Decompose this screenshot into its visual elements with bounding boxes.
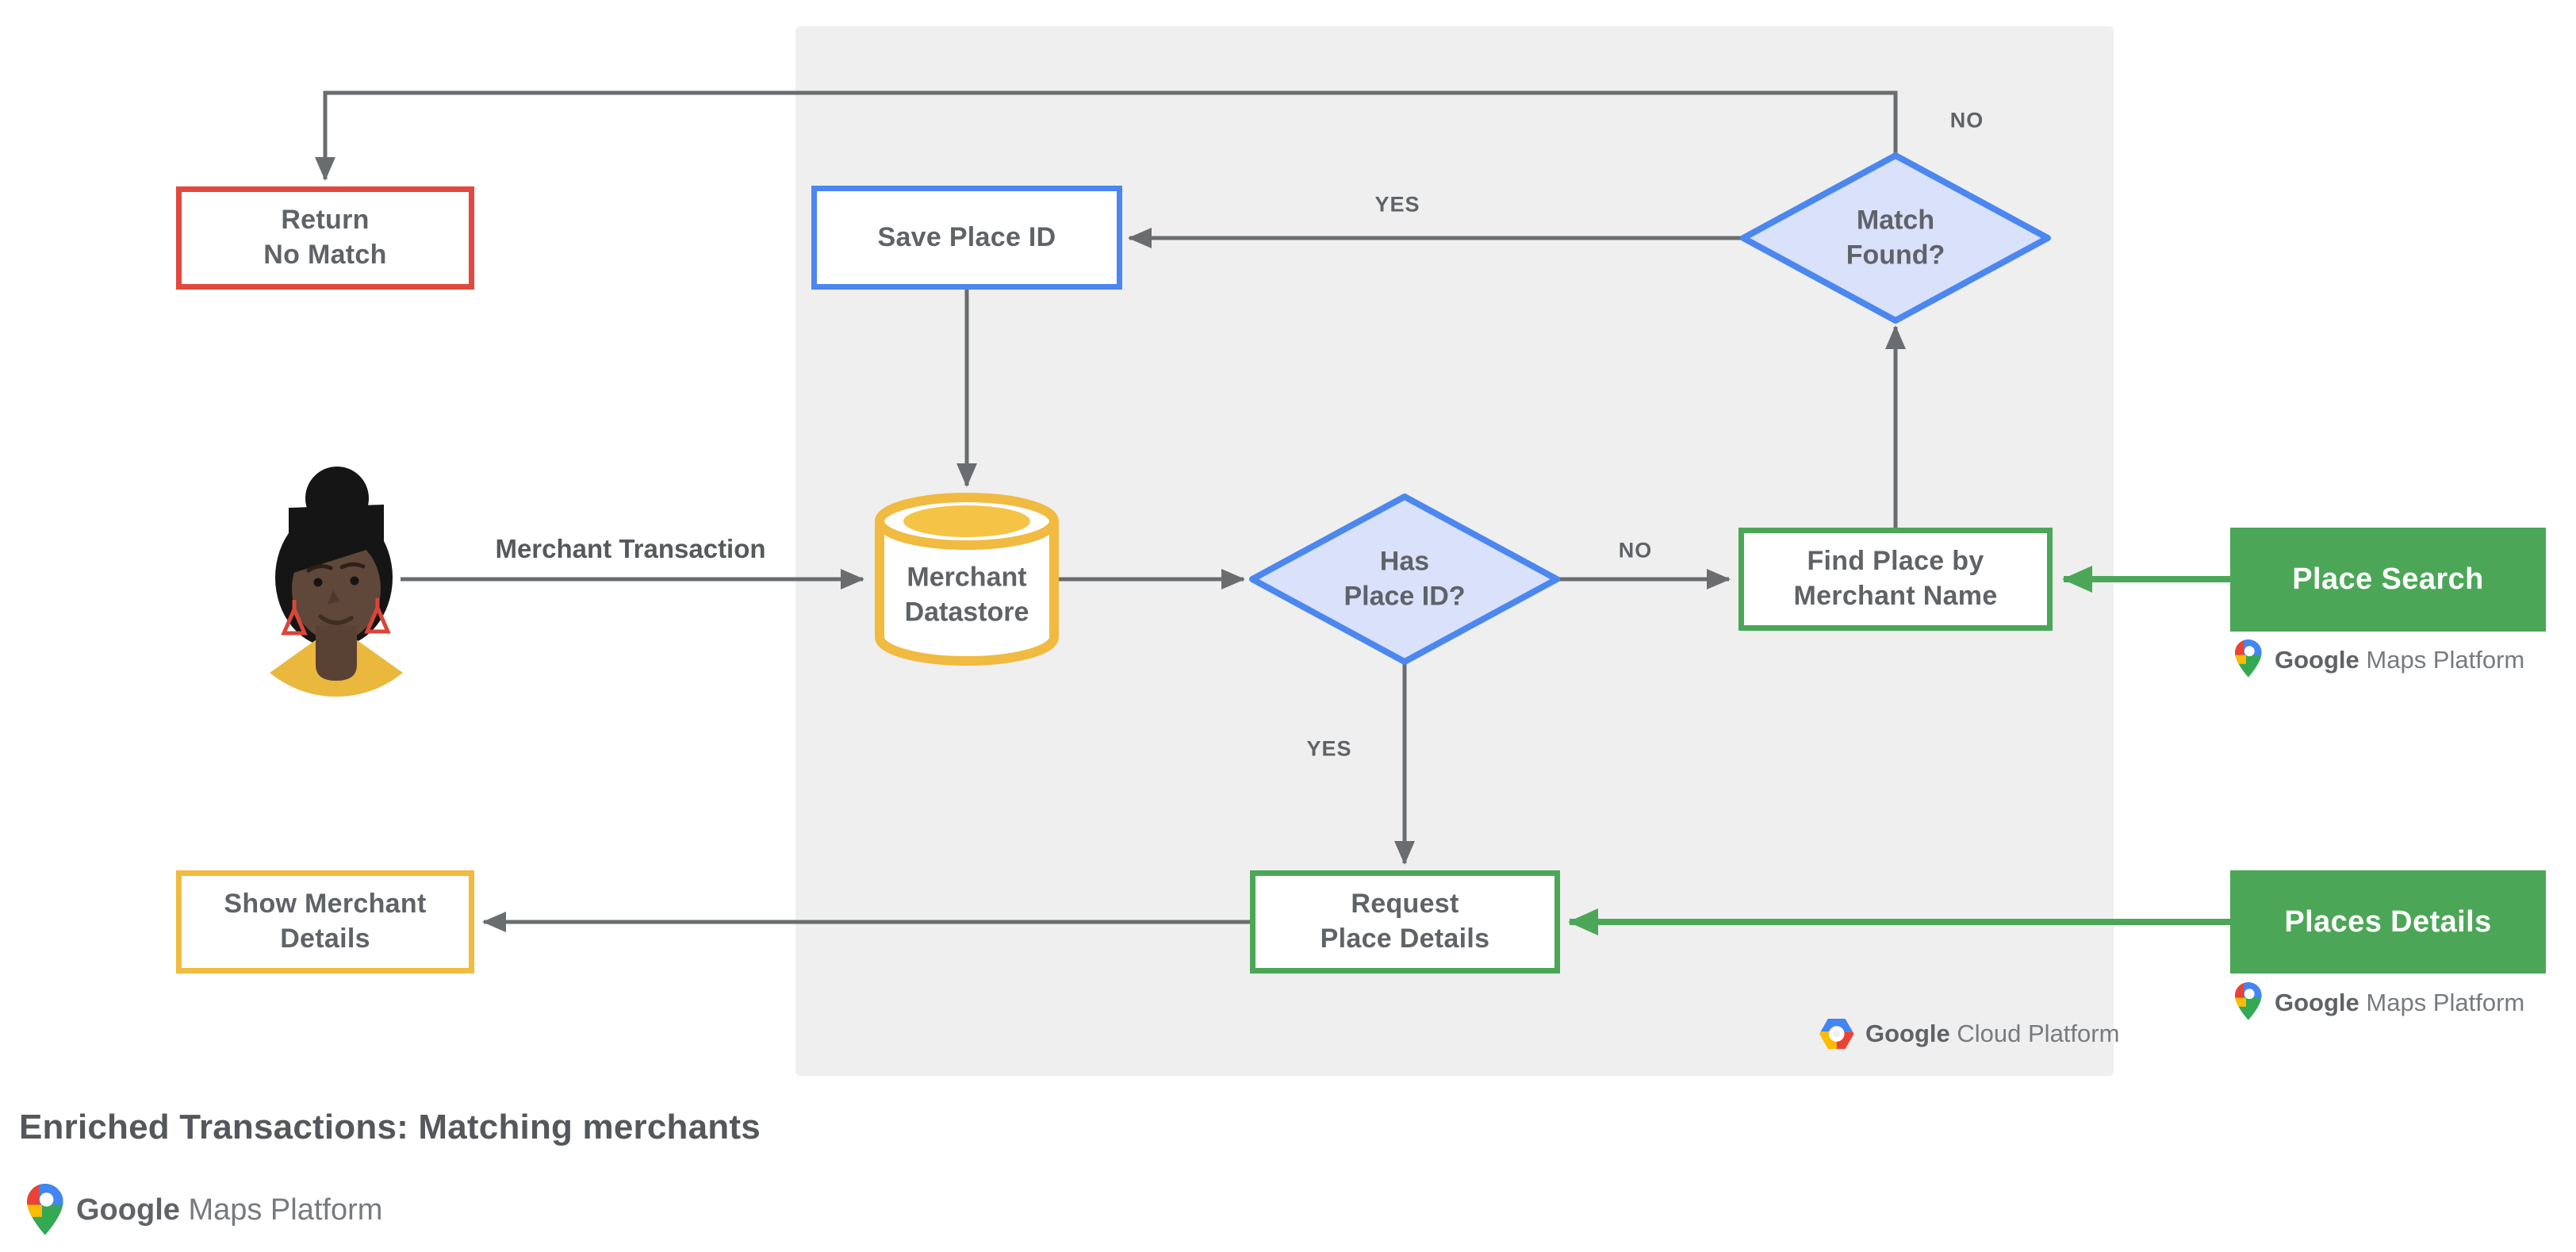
maps-pin-icon [27, 1184, 63, 1235]
node-show-merchant-details: Show Merchant Details [176, 870, 474, 974]
node-label: Details [280, 924, 370, 954]
node-label: Return [281, 205, 370, 236]
logo-wordmark: Google Maps Platform [2275, 646, 2524, 674]
maps-pin-icon [2235, 982, 2262, 1020]
merchant-datastore-cylinder [875, 493, 1059, 666]
edge-label-yes: YES [1374, 192, 1420, 217]
has-place-id-diamond [1249, 494, 1560, 665]
logo-google: Google [2275, 989, 2359, 1016]
logo-rest: Maps Platform [2359, 989, 2525, 1016]
logo-wordmark: Google Maps Platform [2275, 989, 2524, 1017]
node-label: Match [1856, 205, 1935, 236]
node-label: Merchant Name [1793, 581, 1998, 611]
logo-rest: Maps Platform [2359, 646, 2525, 674]
logo-rest: Maps Platform [179, 1192, 383, 1227]
edge-label-yes: YES [1306, 736, 1352, 761]
logo-google: Google [76, 1192, 180, 1227]
logo-rest: Cloud Platform [1949, 1020, 2120, 1047]
edge-matchfound-no-to-return [315, 90, 1898, 181]
node-label: Found? [1846, 240, 1945, 270]
page-title: Enriched Transactions: Matching merchant… [19, 1108, 761, 1146]
node-label: Show Merchant [224, 889, 427, 920]
node-label: Place Details [1320, 924, 1490, 954]
node-label: Merchant [907, 562, 1027, 593]
node-label: Place Search [2292, 563, 2484, 597]
node-save-place-id: Save Place ID [811, 186, 1122, 290]
node-match-found-label: Match Found? [1846, 203, 1945, 272]
node-label: Find Place by [1807, 546, 1984, 577]
gcp-hexagon-icon [1819, 1019, 1854, 1050]
node-request-place-details: Request Place Details [1250, 870, 1560, 974]
logo-google: Google [2275, 646, 2359, 674]
node-label: Request [1351, 889, 1459, 920]
maps-pin-icon [2235, 639, 2262, 678]
logo-google: Google [1865, 1020, 1950, 1047]
google-maps-platform-logo: Google Maps Platform [76, 1189, 382, 1231]
google-maps-platform-logo: Google Maps Platform [2275, 985, 2524, 1020]
google-cloud-platform-logo: Google Cloud Platform [1865, 1017, 2119, 1050]
node-merchant-datastore-label: Merchant Datastore [905, 560, 1029, 629]
google-maps-platform-logo: Google Maps Platform [2275, 643, 2524, 678]
api-edges [1568, 566, 2230, 935]
match-found-diamond [1740, 152, 2051, 324]
node-label: Place ID? [1344, 581, 1466, 611]
logo-wordmark: Google Cloud Platform [1865, 1020, 2119, 1048]
node-has-place-id-label: Has Place ID? [1344, 544, 1465, 613]
node-place-search: Place Search [2230, 528, 2546, 632]
node-return-no-match: Return No Match [176, 186, 474, 290]
edge-label-no: NO [1949, 108, 1984, 132]
node-places-details: Places Details [2230, 870, 2546, 974]
logo-wordmark: Google Maps Platform [76, 1193, 382, 1227]
node-label: Has [1379, 546, 1430, 577]
node-label: Save Place ID [877, 221, 1056, 252]
edge-label-no: NO [1618, 538, 1653, 563]
node-label: Places Details [2284, 904, 2492, 939]
node-label: Datastore [904, 597, 1029, 627]
node-label: No Match [263, 240, 387, 270]
node-find-place-by-merchant-name: Find Place by Merchant Name [1738, 528, 2053, 631]
flow-edges [315, 90, 1906, 932]
person-avatar-icon [270, 467, 403, 697]
edge-label-merchant-transaction: Merchant Transaction [495, 534, 766, 563]
